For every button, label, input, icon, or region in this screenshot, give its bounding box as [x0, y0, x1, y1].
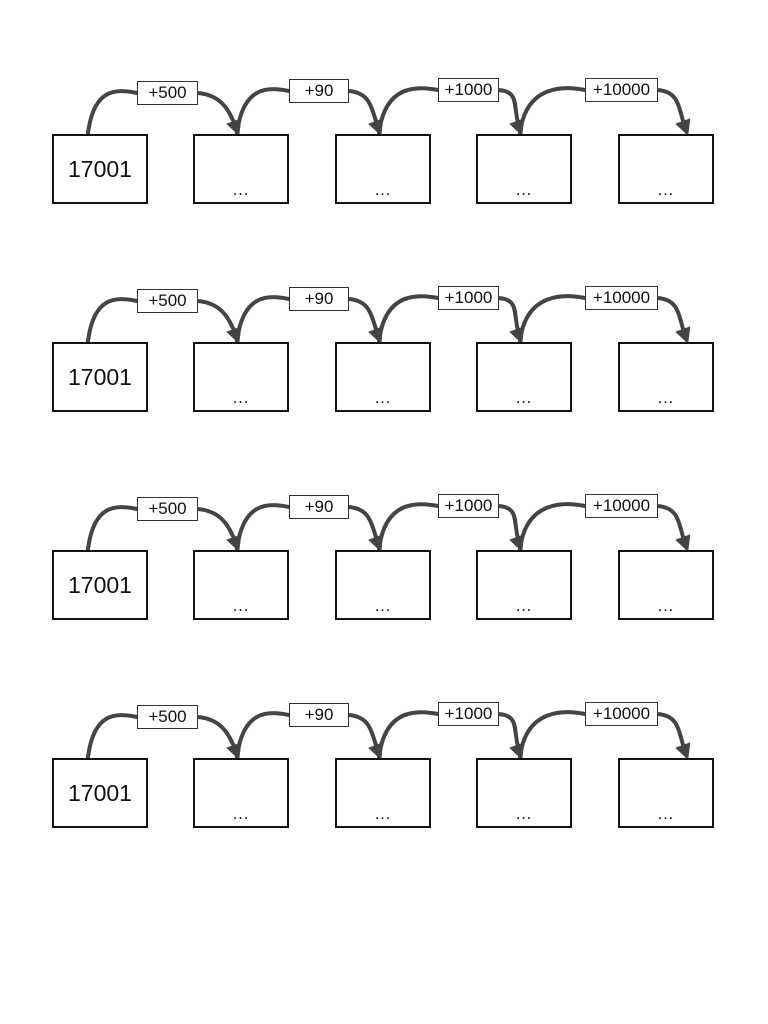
arrow-rise-3	[377, 502, 440, 551]
answer-blank: …	[657, 180, 675, 199]
answer-blank: …	[232, 596, 250, 615]
arrow-rise-4	[518, 86, 587, 135]
step-label: +90	[289, 703, 349, 727]
answer-blank: …	[515, 596, 533, 615]
answer-blank: …	[515, 804, 533, 823]
step-label: +500	[137, 81, 198, 105]
answer-box[interactable]: …	[193, 758, 289, 828]
arrow-layer	[86, 502, 691, 553]
answer-box[interactable]: …	[335, 758, 431, 828]
answer-box[interactable]: …	[618, 758, 714, 828]
step-label: +1000	[438, 494, 499, 518]
start-number-box: 17001	[52, 134, 148, 204]
arrow-fall-4	[657, 296, 691, 345]
arrow-rise-3	[377, 86, 440, 135]
arrow-rise-1	[86, 89, 139, 135]
start-number: 17001	[68, 364, 132, 390]
arrow-rise-4	[518, 502, 587, 551]
arrow-rise-2	[235, 295, 291, 343]
start-number-box: 17001	[52, 758, 148, 828]
arrow-rise-3	[377, 710, 440, 759]
step-label: +1000	[438, 286, 499, 310]
arrow-layer	[86, 710, 691, 761]
answer-box[interactable]: …	[618, 134, 714, 204]
answer-blank: …	[515, 388, 533, 407]
start-number: 17001	[68, 572, 132, 598]
answer-box[interactable]: …	[193, 550, 289, 620]
arrow-fall-2	[348, 713, 384, 761]
answer-box[interactable]: …	[476, 134, 572, 204]
answer-box[interactable]: …	[476, 342, 572, 412]
arrow-fall-1	[197, 91, 242, 137]
arrow-fall-4	[657, 88, 691, 137]
answer-box[interactable]: …	[193, 134, 289, 204]
step-label: +1000	[438, 702, 499, 726]
answer-box[interactable]: …	[335, 550, 431, 620]
answer-box[interactable]: …	[335, 342, 431, 412]
answer-box[interactable]: …	[476, 550, 572, 620]
arrow-rise-1	[86, 505, 139, 551]
arrow-rise-4	[518, 710, 587, 759]
arrow-fall-1	[197, 715, 242, 761]
answer-blank: …	[657, 388, 675, 407]
answer-blank: …	[374, 388, 392, 407]
arrow-fall-3	[498, 88, 525, 137]
start-number-box: 17001	[52, 550, 148, 620]
step-label: +90	[289, 287, 349, 311]
step-label: +1000	[438, 78, 499, 102]
number-chain-2: 17001 … … … … +500 +90 +1000 +10000	[0, 266, 768, 426]
answer-blank: …	[657, 596, 675, 615]
start-number: 17001	[68, 156, 132, 182]
answer-blank: …	[232, 804, 250, 823]
step-label: +90	[289, 79, 349, 103]
answer-blank: …	[515, 180, 533, 199]
arrow-fall-2	[348, 297, 384, 345]
step-label: +10000	[585, 702, 658, 726]
answer-box[interactable]: …	[193, 342, 289, 412]
arrow-fall-2	[348, 505, 384, 553]
answer-box[interactable]: …	[335, 134, 431, 204]
arrow-rise-4	[518, 294, 587, 343]
answer-blank: …	[232, 388, 250, 407]
number-chain-1: 17001 … … … … +500 +90 +1000 +10000	[0, 58, 768, 218]
step-label: +10000	[585, 494, 658, 518]
step-label: +10000	[585, 78, 658, 102]
arrow-rise-3	[377, 294, 440, 343]
start-number: 17001	[68, 780, 132, 806]
start-number-box: 17001	[52, 342, 148, 412]
answer-blank: …	[657, 804, 675, 823]
answer-blank: …	[374, 804, 392, 823]
arrow-fall-1	[197, 507, 242, 553]
arrow-fall-3	[498, 296, 525, 345]
arrow-rise-1	[86, 713, 139, 759]
arrow-layer	[86, 294, 691, 345]
arrow-fall-3	[498, 712, 525, 761]
arrow-fall-3	[498, 504, 525, 553]
step-label: +500	[137, 497, 198, 521]
answer-blank: …	[374, 596, 392, 615]
step-label: +90	[289, 495, 349, 519]
answer-box[interactable]: …	[476, 758, 572, 828]
number-chain-4: 17001 … … … … +500 +90 +1000 +10000	[0, 682, 768, 842]
arrow-rise-2	[235, 87, 291, 135]
arrow-fall-4	[657, 712, 691, 761]
number-chain-3: 17001 … … … … +500 +90 +1000 +10000	[0, 474, 768, 634]
arrow-rise-1	[86, 297, 139, 343]
arrow-fall-2	[348, 89, 384, 137]
arrow-rise-2	[235, 503, 291, 551]
step-label: +500	[137, 289, 198, 313]
step-label: +500	[137, 705, 198, 729]
step-label: +10000	[585, 286, 658, 310]
answer-blank: …	[374, 180, 392, 199]
arrow-rise-2	[235, 711, 291, 759]
answer-box[interactable]: …	[618, 342, 714, 412]
arrow-fall-4	[657, 504, 691, 553]
answer-blank: …	[232, 180, 250, 199]
arrow-layer	[86, 86, 691, 137]
answer-box[interactable]: …	[618, 550, 714, 620]
arrow-fall-1	[197, 299, 242, 345]
